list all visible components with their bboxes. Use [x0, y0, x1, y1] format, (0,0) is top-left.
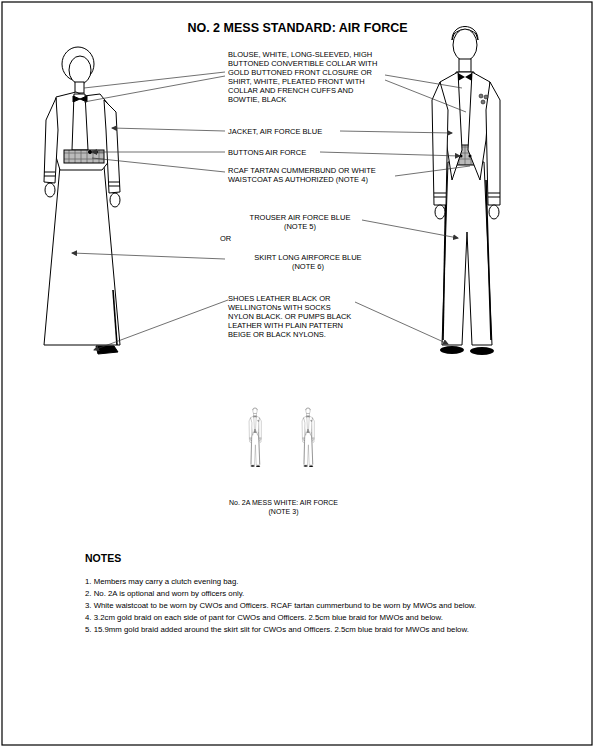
- shoe: [96, 346, 118, 354]
- note-item: 4. 3.2cm gold braid on each side of pant…: [85, 612, 575, 623]
- woman-figure: [44, 47, 120, 354]
- leader-line: [72, 253, 225, 259]
- leader-line: [355, 302, 448, 344]
- small-figure: [302, 408, 314, 467]
- small-figure: [249, 408, 261, 467]
- leader-line: [92, 158, 225, 172]
- callout-label: JACKET, AIR FORCE BLUE: [228, 127, 408, 136]
- head: [69, 56, 91, 84]
- neck: [75, 82, 84, 93]
- callout-label: RCAF TARTAN CUMMERBUND OR WHITE WAISTCOA…: [228, 166, 398, 184]
- note-item: 2. No. 2A is optional and worn by office…: [85, 588, 575, 599]
- callout-label: BUTTONS AIR FORCE: [228, 148, 408, 157]
- leader-line: [362, 220, 458, 238]
- cuff-braid: [44, 172, 120, 186]
- leader-line: [385, 80, 466, 112]
- leader-line: [112, 128, 225, 131]
- leader-lines: [72, 72, 470, 350]
- button: [89, 151, 92, 154]
- leader-line: [94, 300, 228, 350]
- bowtie: [73, 96, 87, 102]
- leader-line: [340, 131, 452, 133]
- diagram-title: NO. 2 MESS STANDARD: AIR FORCE: [0, 20, 595, 36]
- leader-line: [385, 75, 462, 88]
- leader-line: [92, 152, 225, 153]
- callout-label: OR: [220, 234, 250, 243]
- hand: [110, 193, 120, 207]
- figure-caption: No. 2A MESS WHITE: AIR FORCE (NOTE 3): [221, 498, 346, 516]
- leader-line: [395, 166, 470, 176]
- notes-heading: NOTES: [85, 552, 205, 565]
- blouse-front: [72, 94, 88, 150]
- callout-label: SKIRT LONG AIRFORCE BLUE (NOTE 6): [243, 253, 373, 271]
- skirt-slit-braid: [113, 290, 117, 345]
- callout-label: SHOES LEATHER BLACK OR WELLINGTONs WITH …: [228, 294, 353, 339]
- callout-label: BLOUSE, WHITE, LONG-SLEEVED, HIGH BUTTON…: [228, 50, 380, 104]
- jacket: [54, 92, 110, 170]
- sleeve: [44, 98, 58, 183]
- note-item: 3. White waistcoat to be worn by CWOs an…: [85, 600, 575, 611]
- callout-label: TROUSER AIR FORCE BLUE (NOTE 5): [240, 213, 360, 231]
- hand: [45, 183, 55, 197]
- leader-line: [320, 152, 460, 156]
- note-item: 5. 15.9mm gold braid added around the sk…: [85, 624, 575, 635]
- sleeve: [104, 100, 120, 193]
- leader-line: [84, 76, 225, 102]
- man-figure: [432, 27, 500, 356]
- note-item: 1. Members may carry a clutch evening ba…: [85, 576, 575, 587]
